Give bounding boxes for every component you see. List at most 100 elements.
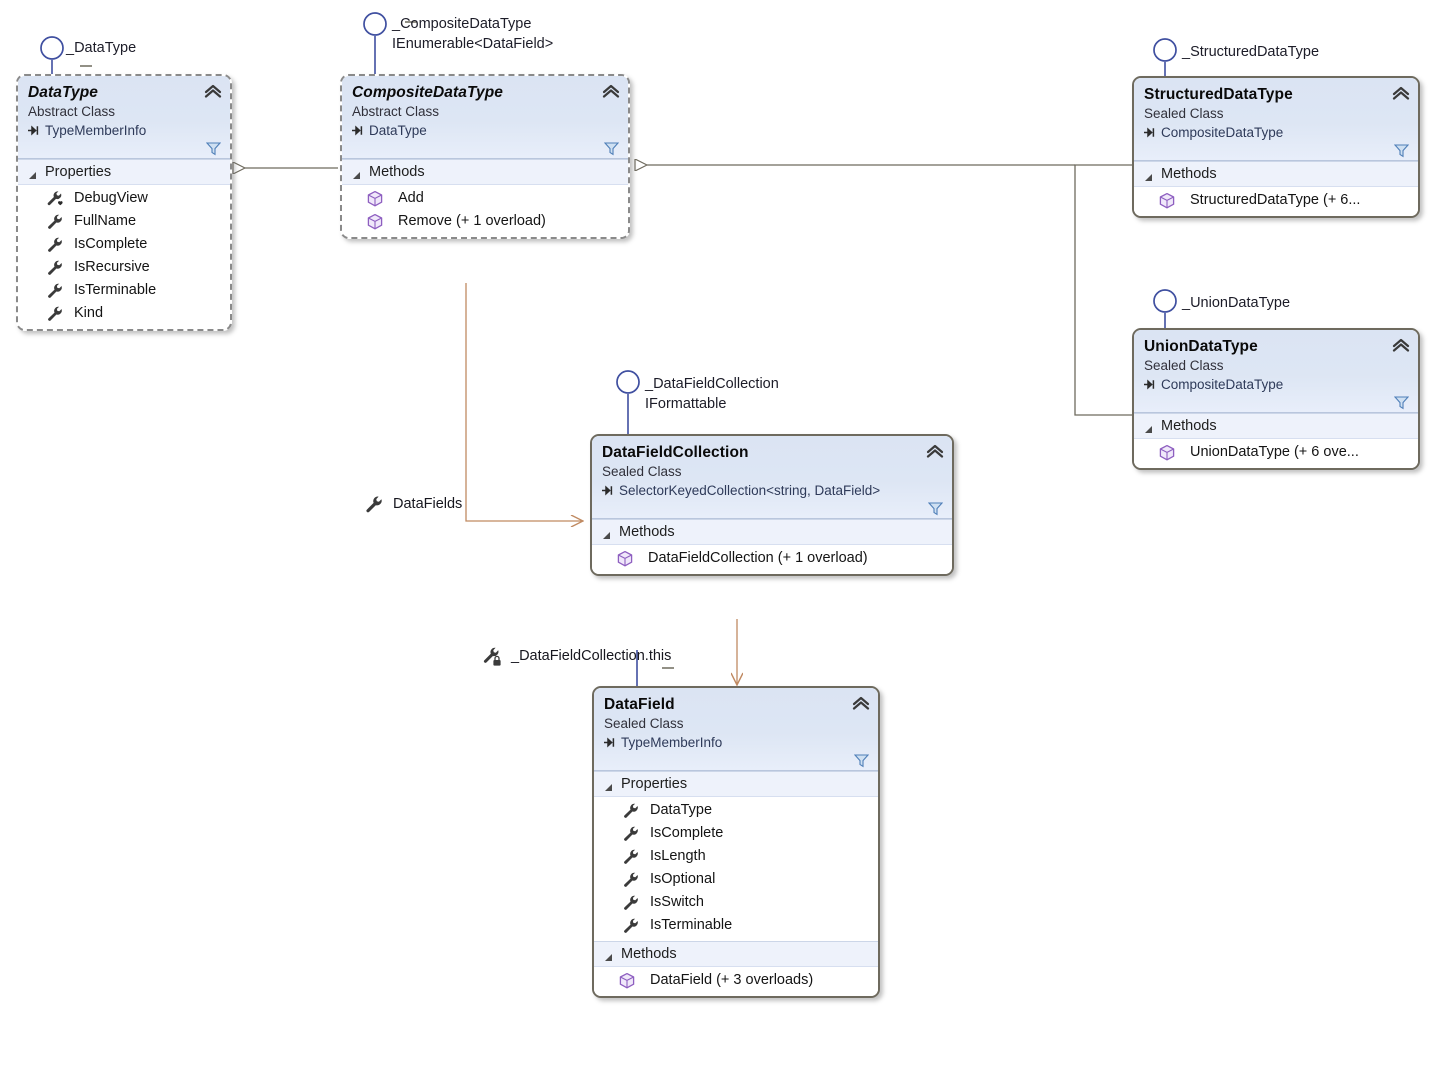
member-row[interactable]: Remove (+ 1 overload): [342, 210, 628, 233]
class-name: DataType: [28, 84, 98, 101]
member-row[interactable]: DataField (+ 3 overloads): [594, 969, 878, 992]
expand-triangle-icon: [604, 780, 613, 791]
class-name: UnionDataType: [1144, 338, 1258, 355]
property-debug-icon: [46, 190, 64, 208]
class-header: CompositeDataType Abstract Class DataTyp…: [342, 76, 628, 159]
class-base-type-text: DataType: [369, 123, 427, 138]
member-row[interactable]: IsTerminable: [18, 279, 230, 302]
compartment-header-methods[interactable]: Methods: [342, 159, 628, 185]
collapse-chevron-icon[interactable]: [926, 444, 944, 458]
filter-funnel-icon[interactable]: [1393, 143, 1410, 158]
member-list: DataType IsComplete IsLength IsOptional: [594, 797, 878, 941]
compartment-label: Methods: [1161, 418, 1217, 434]
class-base-type-text: TypeMemberInfo: [621, 735, 723, 750]
filter-funnel-icon[interactable]: [853, 753, 870, 768]
expand-triangle-icon: [1144, 170, 1153, 181]
interface-label-compositedatatype: _CompositeDataType IEnumerable<DataField…: [392, 14, 553, 54]
member-row[interactable]: IsComplete: [594, 822, 878, 845]
expand-triangle-icon: [352, 168, 361, 179]
interface-label-structureddatatype: _StructuredDataType: [1182, 42, 1319, 62]
class-shape-datafield[interactable]: DataField Sealed Class TypeMemberInfo: [592, 686, 880, 998]
class-header: UnionDataType Sealed Class CompositeData…: [1134, 330, 1418, 413]
class-name: CompositeDataType: [352, 84, 503, 101]
compartment-label: Methods: [1161, 166, 1217, 182]
class-base-type: TypeMemberInfo: [604, 733, 868, 752]
class-base-type-text: SelectorKeyedCollection<string, DataFiel…: [619, 483, 881, 498]
member-list: Add Remove (+ 1 overload): [342, 185, 628, 237]
member-row[interactable]: DataFieldCollection (+ 1 overload): [592, 547, 952, 570]
base-type-arrow-icon: [1144, 127, 1155, 138]
member-row[interactable]: FullName: [18, 210, 230, 233]
interface-label-text: _StructuredDataType: [1182, 44, 1320, 60]
base-type-arrow-icon: [1144, 379, 1155, 390]
collapse-chevron-icon[interactable]: [204, 84, 222, 98]
class-shape-uniondatatype[interactable]: UnionDataType Sealed Class CompositeData…: [1132, 328, 1420, 470]
property-icon: [46, 213, 64, 231]
interface-label-text: _DataFieldCollection: [645, 376, 779, 392]
class-kind: Sealed Class: [1144, 358, 1224, 373]
member-row[interactable]: Add: [342, 187, 628, 210]
member-row[interactable]: IsLength: [594, 845, 878, 868]
member-row[interactable]: IsSwitch: [594, 891, 878, 914]
member-name: IsOptional: [650, 871, 716, 887]
class-base-type: DataType: [352, 121, 618, 140]
class-shape-structureddatatype[interactable]: StructuredDataType Sealed Class Composit…: [1132, 76, 1420, 218]
compartment-header-methods[interactable]: Methods: [594, 941, 878, 967]
member-name: IsComplete: [650, 825, 724, 841]
member-name: DataField (+ 3 overloads): [650, 972, 814, 988]
member-name: IsTerminable: [650, 917, 733, 933]
method-icon: [616, 550, 634, 568]
member-name: IsLength: [650, 848, 706, 864]
interface-label-text: _UnionDataType: [1182, 295, 1291, 311]
compartment-header-methods[interactable]: Methods: [1134, 413, 1418, 439]
member-row[interactable]: IsTerminable: [594, 914, 878, 937]
class-base-type: CompositeDataType: [1144, 375, 1408, 394]
property-icon: [46, 236, 64, 254]
compartment-header-properties[interactable]: Properties: [594, 771, 878, 797]
compartment-header-properties[interactable]: Properties: [18, 159, 230, 185]
class-header: DataFieldCollection Sealed Class Selecto…: [592, 436, 952, 519]
collapse-chevron-icon[interactable]: [852, 696, 870, 710]
association-label-text: DataFields: [393, 496, 463, 512]
member-list: UnionDataType (+ 6 ove...: [1134, 439, 1418, 468]
base-type-arrow-icon: [602, 485, 613, 496]
expand-triangle-icon: [28, 168, 37, 179]
member-row[interactable]: IsOptional: [594, 868, 878, 891]
filter-funnel-icon[interactable]: [205, 141, 222, 156]
class-shape-datatype[interactable]: DataType Abstract Class TypeMemberInfo: [16, 74, 232, 331]
compartment-label: Methods: [369, 164, 425, 180]
association-label-text: _DataFieldCollection.this: [511, 648, 672, 664]
filter-funnel-icon[interactable]: [603, 141, 620, 156]
member-row[interactable]: Kind: [18, 302, 230, 325]
collapse-chevron-icon[interactable]: [1392, 86, 1410, 100]
compartment-header-methods[interactable]: Methods: [1134, 161, 1418, 187]
class-shape-compositedatatype[interactable]: CompositeDataType Abstract Class DataTyp…: [340, 74, 630, 239]
interface-label-datatype: _DataType: [66, 38, 136, 58]
class-kind: Abstract Class: [352, 104, 440, 119]
member-list: DataFieldCollection (+ 1 overload): [592, 545, 952, 574]
compartment-label: Properties: [45, 164, 112, 180]
member-name: IsSwitch: [650, 894, 704, 910]
method-icon: [1158, 444, 1176, 462]
member-list: DebugView FullName IsComplete IsRecursiv…: [18, 185, 230, 329]
class-shape-datafieldcollection[interactable]: DataFieldCollection Sealed Class Selecto…: [590, 434, 954, 576]
member-row[interactable]: StructuredDataType (+ 6...: [1134, 189, 1418, 212]
property-icon: [46, 282, 64, 300]
interface-label-datafieldcollection: _DataFieldCollection IFormattable: [645, 374, 779, 414]
filter-funnel-icon[interactable]: [927, 501, 944, 516]
filter-funnel-icon[interactable]: [1393, 395, 1410, 410]
method-icon: [618, 972, 636, 990]
compartment-header-methods[interactable]: Methods: [592, 519, 952, 545]
class-kind: Sealed Class: [1144, 106, 1224, 121]
member-row[interactable]: IsRecursive: [18, 256, 230, 279]
member-row[interactable]: DataType: [594, 799, 878, 822]
member-row[interactable]: IsComplete: [18, 233, 230, 256]
member-row[interactable]: DebugView: [18, 187, 230, 210]
class-kind: Sealed Class: [602, 464, 682, 479]
collapse-chevron-icon[interactable]: [1392, 338, 1410, 352]
member-row[interactable]: UnionDataType (+ 6 ove...: [1134, 441, 1418, 464]
member-name: DebugView: [74, 190, 148, 206]
collapse-chevron-icon[interactable]: [602, 84, 620, 98]
member-name: FullName: [74, 213, 137, 229]
member-name: IsTerminable: [74, 282, 157, 298]
